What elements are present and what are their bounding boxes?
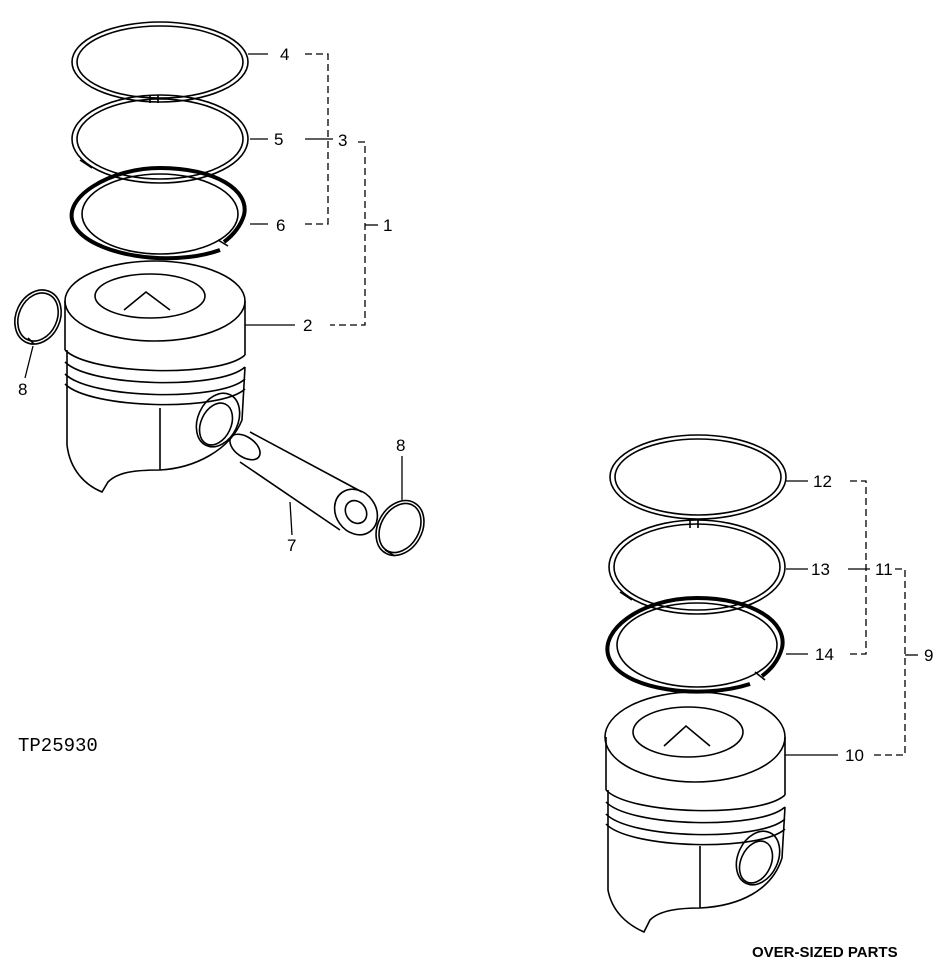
callout-12: 12 [813,472,832,491]
oversized-second-compression-ring [608,519,786,615]
left-leader-lines [24,53,403,536]
snap-ring-right [375,499,425,557]
standard-piston-assembly: 4 5 6 3 1 2 8 7 8 [14,21,425,557]
oil-control-ring [69,165,247,261]
top-compression-ring [71,21,249,103]
oversized-parts-caption: OVER-SIZED PARTS [752,944,898,961]
callout-1: 1 [383,216,392,235]
callout-10: 10 [845,746,864,765]
callout-3: 3 [338,131,347,150]
oversized-oil-control-ring [605,595,785,694]
oversized-piston [604,691,786,934]
callout-4: 4 [280,45,289,64]
callout-9: 9 [924,646,933,665]
callout-7: 7 [287,536,296,555]
callout-6: 6 [276,216,285,235]
right-leader-lines [785,480,918,756]
callout-14: 14 [815,645,834,664]
callout-5: 5 [274,130,283,149]
piston-pin [229,431,379,536]
callout-13: 13 [811,560,830,579]
figure-code: TP25930 [18,735,98,757]
second-compression-ring [71,94,249,184]
snap-ring-left [14,289,62,345]
oversized-piston-assembly: 12 13 11 14 9 10 [604,434,933,934]
standard-piston [64,260,246,494]
callout-8-left: 8 [18,380,27,399]
callout-8-right: 8 [396,436,405,455]
oversized-top-compression-ring [609,434,787,520]
callout-2: 2 [303,316,312,335]
callout-11: 11 [875,560,893,579]
